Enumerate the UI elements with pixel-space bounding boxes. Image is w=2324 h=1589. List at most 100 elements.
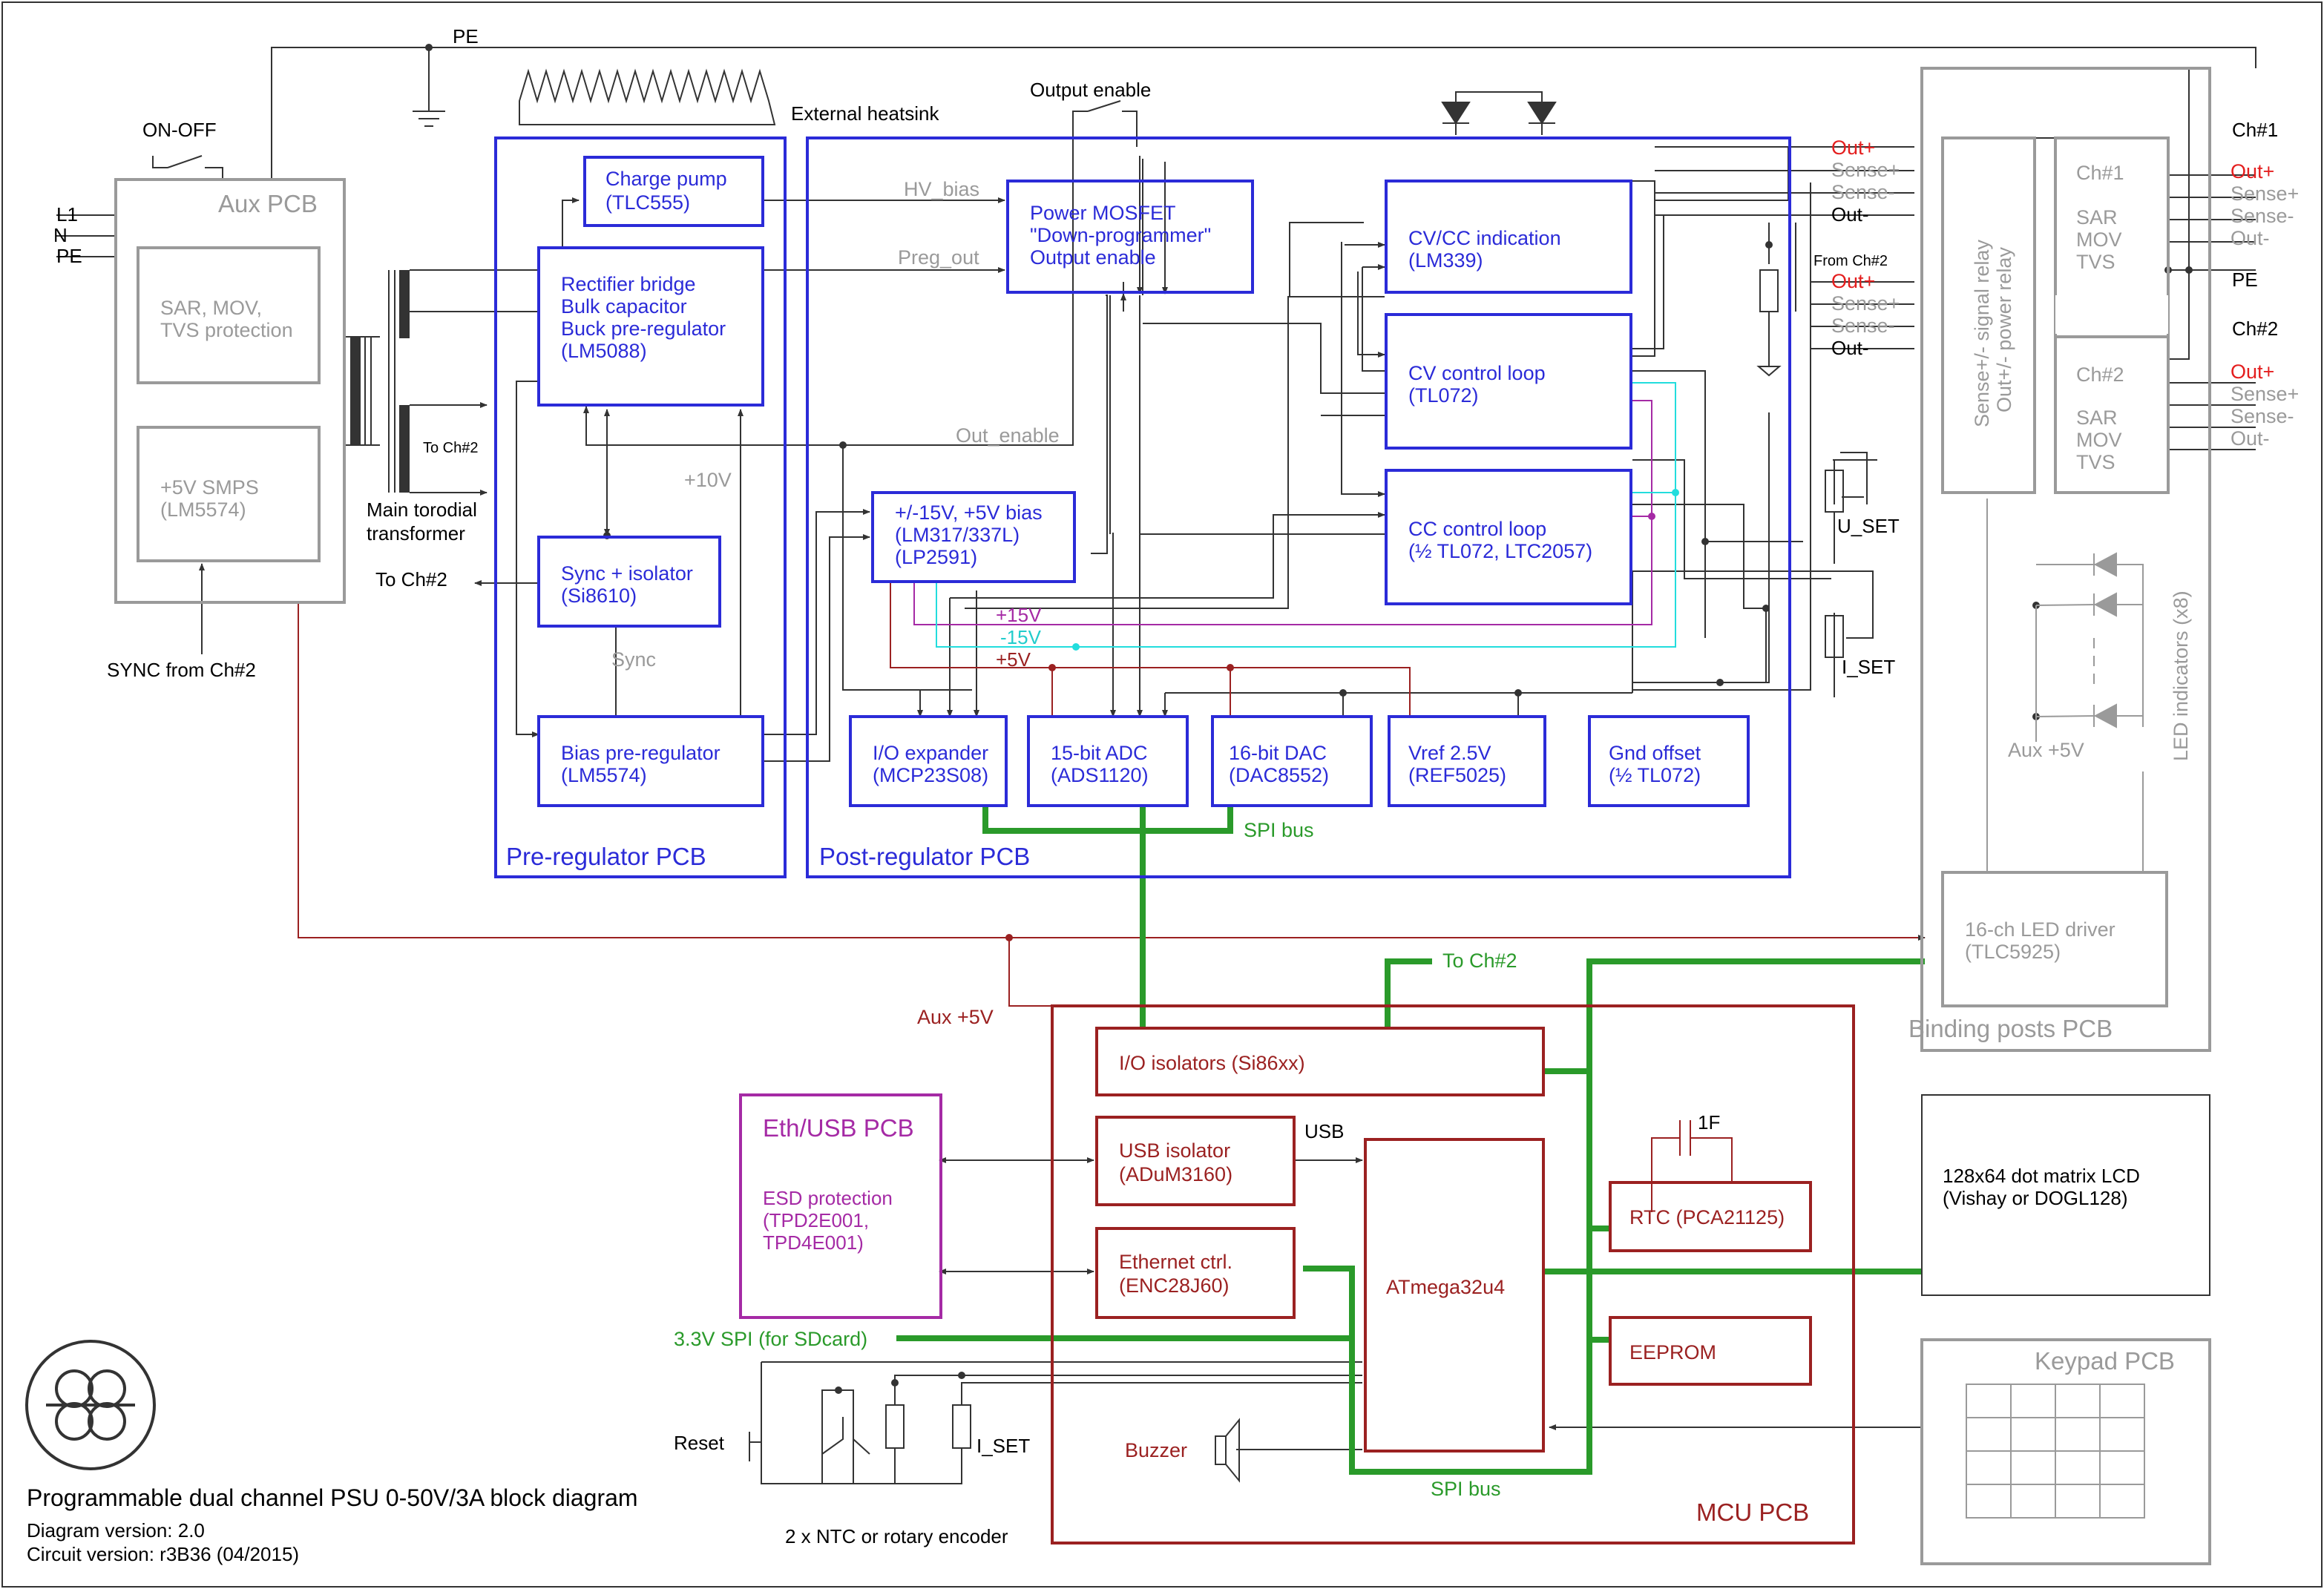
- eth-usb-pcb: [739, 1093, 942, 1319]
- ch2-box-sar: SAR: [2076, 407, 2118, 429]
- mcu-pcb: [1051, 1004, 1855, 1544]
- ch2-box-mov: MOV: [2076, 429, 2122, 451]
- led-driver-line-2: (TLC5925): [1965, 941, 2061, 963]
- sync-label: Sync: [611, 648, 656, 671]
- aux5v-wires: [298, 580, 1926, 1212]
- to-ch2-sync-label: To Ch#2: [375, 568, 447, 590]
- aux-pcb: [114, 178, 346, 604]
- pre-regulator-pcb: [494, 136, 787, 878]
- cc-loop-line-2: (½ TL072, LTC2057): [1408, 540, 1592, 562]
- keypad-pcb: [1920, 1338, 2211, 1565]
- cap-label: 1F: [1698, 1111, 1720, 1134]
- protection-line-1: SAR, MOV,: [160, 297, 262, 319]
- eeprom-label: EEPROM: [1629, 1341, 1716, 1363]
- ch1-term-out-plus: Out+: [2231, 160, 2274, 182]
- post-regulator-pcb: [806, 136, 1791, 878]
- bias-supply-line-2: (LM317/337L): [895, 524, 1020, 546]
- cc-loop-line-1: CC control loop: [1408, 518, 1546, 540]
- esd-line-1: ESD protection: [763, 1187, 893, 1209]
- ch1-box-sar: SAR: [2076, 206, 2118, 228]
- ch2-term-sense-minus: Sense-: [2231, 405, 2294, 427]
- led-driver-line-1: 16-ch LED driver: [1965, 918, 2115, 941]
- circuit-version: Circuit version: r3B36 (04/2015): [27, 1543, 299, 1565]
- transformer-line-2: transformer: [367, 522, 465, 545]
- aux5v-binding-label: Aux +5V: [2008, 739, 2084, 761]
- rectifier-line-4: (LM5088): [561, 340, 647, 362]
- smps-line-2: (LM5574): [160, 499, 246, 521]
- cvcc-line-2: (LM339): [1408, 249, 1483, 272]
- rail-p5-label: +5V: [996, 648, 1031, 671]
- heatsink-icon: [519, 68, 776, 125]
- u-set-label: U_SET: [1837, 515, 1900, 537]
- vref-line-2: (REF5025): [1408, 764, 1506, 786]
- bias-supply-line-3: (LP2591): [895, 546, 977, 568]
- atmega-label: ATmega32u4: [1386, 1276, 1505, 1298]
- reset-label: Reset: [674, 1432, 725, 1454]
- bias-supply-line-1: +/-15V, +5V bias: [895, 501, 1043, 524]
- keypad-grid-icon: [1966, 1384, 2145, 1519]
- led-indicator-icon: [1986, 499, 2144, 872]
- vref-line-1: Vref 2.5V: [1408, 742, 1491, 764]
- io-expander-line-2: (MCP23S08): [873, 764, 988, 786]
- logo-icon: [25, 1340, 156, 1470]
- diagram-title: Programmable dual channel PSU 0-50V/3A b…: [27, 1484, 638, 1511]
- ch1-out-minus: Out-: [1831, 203, 1869, 226]
- eth-line-2: (ENC28J60): [1119, 1274, 1230, 1297]
- ch2-term-out-plus: Out+: [2231, 361, 2274, 383]
- led-icon: [1441, 91, 1557, 135]
- lcd-module: [1921, 1094, 2210, 1296]
- ch2-sense-plus: Sense+: [1831, 292, 1900, 315]
- lcd-line-1: 128x64 dot matrix LCD: [1943, 1165, 2140, 1187]
- hv-bias-label: HV_bias: [904, 178, 979, 200]
- eth-line-1: Ethernet ctrl.: [1119, 1251, 1232, 1273]
- heatsink-label: External heatsink: [791, 102, 939, 125]
- mosfet-line-3: Output enable: [1030, 246, 1156, 269]
- transformer-line-1: Main torodial: [367, 499, 477, 521]
- relay-line-2: Out+/- power relay: [1993, 247, 2015, 412]
- sync-isolator-line-1: Sync + isolator: [561, 562, 693, 585]
- cv-loop-line-1: CV control loop: [1408, 362, 1546, 384]
- keypad-label: Keypad PCB: [2035, 1347, 2175, 1375]
- sync-isolator-line-2: (Si8610): [561, 585, 637, 607]
- cv-loop-line-2: (TL072): [1408, 384, 1479, 407]
- ch1-term-out-minus: Out-: [2231, 227, 2270, 249]
- bias-line-1: Bias pre-regulator: [561, 742, 720, 764]
- input-pe-label: PE: [56, 245, 82, 267]
- cvcc-line-1: CV/CC indication: [1408, 227, 1561, 249]
- usb-iso-line-2: (ADuM3160): [1119, 1163, 1232, 1185]
- ch2-term-out-minus: Out-: [2231, 427, 2270, 450]
- mosfet-line-2: "Down-programmer": [1030, 224, 1211, 246]
- postreg-pcb-label: Post-regulator PCB: [819, 843, 1030, 870]
- buzzer-icon: [1215, 1418, 1240, 1483]
- prereg-pcb-label: Pre-regulator PCB: [506, 843, 706, 870]
- charge-pump-line-1: Charge pump: [605, 168, 727, 190]
- signal-wires: [56, 47, 2256, 1484]
- from-ch2-label: From Ch#2: [1813, 253, 1888, 269]
- adc-line-2: (ADS1120): [1051, 764, 1149, 786]
- ch1-sense-minus: Sense-: [1831, 181, 1895, 203]
- led-indicators-label: LED indicators (x8): [2170, 590, 2192, 761]
- ntc-label: 2 x NTC or rotary encoder: [785, 1525, 1008, 1547]
- pe-terminal-label: PE: [2232, 269, 2258, 291]
- lcd-line-2: (Vishay or DOGL128): [1943, 1187, 2128, 1209]
- sd-spi-label: 3.3V SPI (for SDcard): [674, 1328, 867, 1350]
- relay-line-1: Sense+/- signal relay: [1971, 240, 1993, 427]
- mcu-i-set-label: I_SET: [976, 1435, 1030, 1457]
- gnd-offset-line-2: (½ TL072): [1609, 764, 1701, 786]
- ch2-out-plus: Out+: [1831, 270, 1875, 292]
- usb-label: USB: [1304, 1120, 1344, 1142]
- on-off-label: ON-OFF: [142, 119, 217, 141]
- mcu-spi-bus-label: SPI bus: [1431, 1478, 1501, 1500]
- minus15-wire: [936, 382, 1676, 648]
- esd-line-3: TPD4E001): [763, 1231, 864, 1254]
- smps-line-1: +5V SMPS: [160, 476, 259, 499]
- ch2-sense-minus: Sense-: [1831, 315, 1895, 337]
- i-set-label: I_SET: [1842, 656, 1895, 678]
- buzzer-label: Buzzer: [1125, 1439, 1187, 1461]
- input-l1-label: L1: [56, 203, 78, 226]
- diagram-version: Diagram version: 2.0: [27, 1519, 205, 1542]
- esd-line-2: (TPD2E001,: [763, 1209, 869, 1231]
- aux-pcb-label: Aux PCB: [218, 190, 318, 217]
- usb-iso-line-1: USB isolator: [1119, 1139, 1230, 1162]
- ch1-term-sense-minus: Sense-: [2231, 205, 2294, 227]
